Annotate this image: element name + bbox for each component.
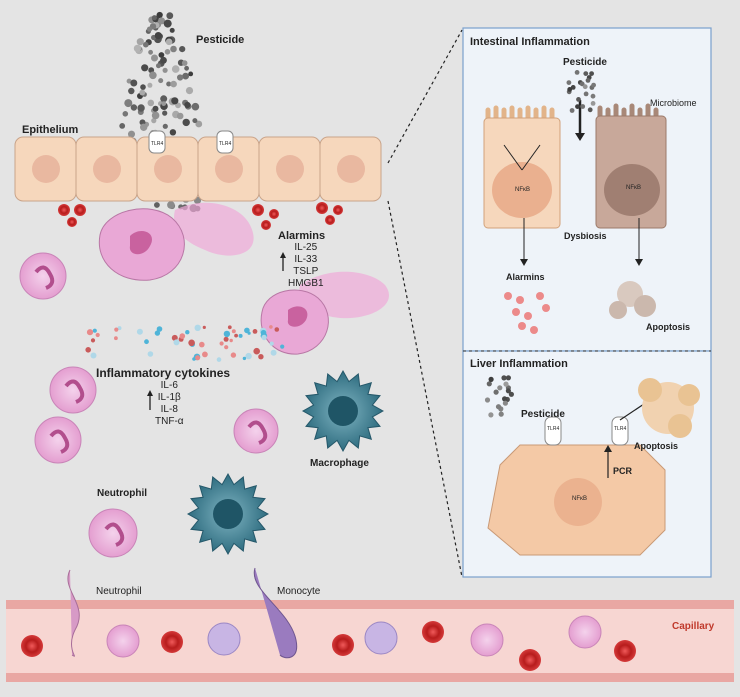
epithelium-layer: [14, 130, 382, 202]
epithelium-label: Epithelium: [22, 124, 79, 136]
tlr4-label-1: TLR4: [151, 141, 164, 147]
alarmin-particles: [504, 292, 550, 334]
neutrophil-cells: [19, 252, 279, 558]
cytokine-item: IL-6: [160, 380, 178, 391]
alarmins-title: Alarmins: [278, 230, 326, 242]
cytokine-item: IL-1β: [157, 392, 181, 403]
dendritic-cell-top: [98, 202, 254, 281]
liver-panel-title: Liver Inflammation: [470, 358, 568, 370]
cytokine-particles: [85, 324, 285, 362]
cytokine-item: TNF-α: [155, 416, 184, 427]
alarmin-item: IL-25: [294, 242, 318, 253]
hepatocyte: [487, 396, 666, 556]
liver-pesticide-label: Pesticide: [521, 409, 565, 420]
alarmin-item: TSLP: [293, 266, 319, 277]
capillary-cells: [21, 567, 636, 671]
capillary-monocyte-label: Monocyte: [277, 586, 321, 597]
nfkb-label-intestine-2: NFκB: [626, 185, 641, 191]
cytokines-title: Inflammatory cytokines: [96, 366, 231, 380]
alarmin-item: IL-33: [294, 254, 318, 265]
liver-apoptosis-label: Apoptosis: [634, 441, 678, 451]
pesticide-label: Pesticide: [196, 34, 245, 46]
pcr-label: PCR: [613, 466, 633, 476]
macrophage-label: Macrophage: [310, 458, 369, 469]
capillary-label: Capillary: [672, 621, 715, 632]
intestinal-apoptosis-label: Apoptosis: [646, 322, 690, 332]
dendritic-cell-bottom: [260, 271, 389, 355]
liver-tlr4-label-2: TLR4: [614, 426, 627, 432]
capillary-neutrophil-label: Neutrophil: [96, 586, 142, 597]
tlr4-label-2: TLR4: [219, 141, 232, 147]
apoptotic-bodies-liver: [638, 378, 700, 438]
liver-tlr4-label-1: TLR4: [547, 426, 560, 432]
alarmins-list: IL-25 IL-33 TSLP HMGB1: [288, 242, 324, 290]
liver-pesticide-particles: [484, 70, 596, 418]
intestinal-panel-title: Intestinal Inflammation: [470, 36, 590, 48]
red-dots: [58, 202, 343, 230]
alarmin-item: HMGB1: [288, 278, 324, 289]
intestinal-cells: [483, 100, 667, 266]
liver-nfkb-label: NFκB: [572, 496, 587, 502]
microbiome-label: Microbiome: [650, 98, 697, 108]
apoptotic-bodies-intestine: [609, 281, 656, 319]
cytokine-item: IL-8: [160, 404, 178, 415]
dysbiosis-label: Dysbiosis: [564, 231, 607, 241]
nfkb-label-intestine-1: NFκB: [515, 187, 530, 193]
macrophage-cells: [186, 369, 385, 556]
neutrophil-label: Neutrophil: [97, 488, 147, 499]
intestinal-pesticide-label: Pesticide: [563, 57, 607, 68]
intestinal-alarmins-label: Alarmins: [506, 272, 545, 282]
cytokines-list: IL-6 IL-1β IL-8 TNF-α: [155, 380, 184, 428]
